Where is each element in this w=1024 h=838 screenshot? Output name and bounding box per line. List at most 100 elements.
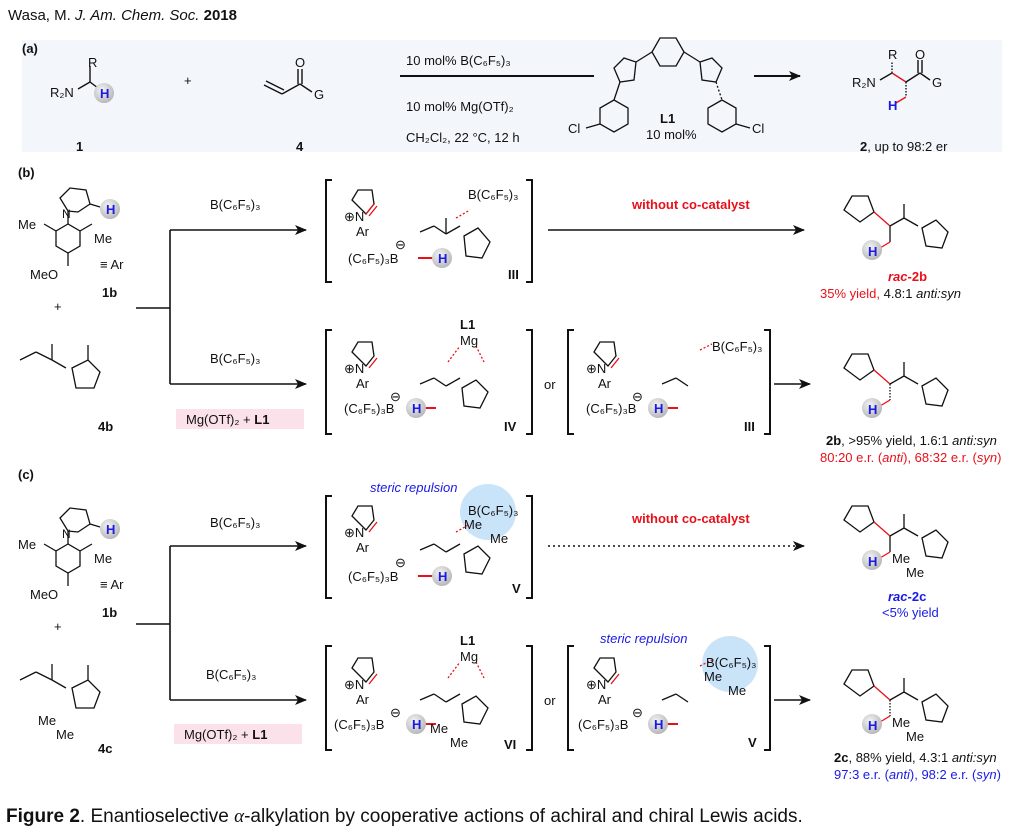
condition-mg: 10 mol% Mg(OTf)₂ xyxy=(406,99,514,114)
intermediate-vi-label: VI xyxy=(504,737,517,752)
bracket-vi xyxy=(325,645,771,751)
me1-4c: Me xyxy=(38,713,57,728)
citation-journal: J. Am. Chem. Soc. xyxy=(74,7,200,24)
condition-solvent: CH₂Cl₂, 22 °C, 12 h xyxy=(406,130,520,145)
r2n-label-1: R₂N xyxy=(50,85,74,100)
borane-v-alt: B(C₆F₅)₃ xyxy=(706,655,757,670)
additive-text-c: Mg(OTf)₂ + xyxy=(184,727,253,742)
cl-left: Cl xyxy=(568,121,581,136)
me2-4c: Me xyxy=(56,727,75,742)
hydride-iv: (C₆F₅)₃B xyxy=(344,401,395,416)
product-2b-er: 80:20 e.r. (anti), 68:32 e.r. (syn) xyxy=(820,451,1001,464)
minus-iv: ⊖ xyxy=(390,389,401,404)
citation-authors: Wasa, M. xyxy=(8,7,71,24)
ligand-l1-structure xyxy=(585,37,751,133)
me1-rac-2c: Me xyxy=(892,551,911,566)
me2-v: Me xyxy=(490,531,509,546)
steric-circle-v xyxy=(460,484,516,540)
h-v-alt: H xyxy=(654,717,664,732)
h-iii: H xyxy=(438,251,448,266)
ar-def-c: ≡ Ar xyxy=(100,577,124,592)
iminium-plus-v: ⊕N xyxy=(344,525,365,540)
o-label-2: O xyxy=(915,47,926,62)
product-2c-label: 2c xyxy=(834,750,849,765)
ar-def-b: ≡ Ar xyxy=(100,257,124,272)
without-cocatalyst-b: without co-catalyst xyxy=(632,197,750,212)
product-2b-label: 2b xyxy=(826,433,842,448)
h-label-1b-c: H xyxy=(106,522,116,537)
borane-v: B(C₆F₅)₃ xyxy=(468,503,519,518)
h-label-2: H xyxy=(888,98,898,113)
additive-c: Mg(OTf)₂ + L1 xyxy=(184,728,267,741)
rac-2c-label: rac-2c xyxy=(888,590,926,603)
caption-text-pre: . Enantioselective xyxy=(79,806,235,827)
n-label-1b-b: N xyxy=(62,207,71,221)
intermediate-v-alt-label: V xyxy=(748,735,757,750)
figure-caption: Figure 2. Enantioselective α-alkylation … xyxy=(6,806,803,828)
me1-v-alt: Me xyxy=(704,669,723,684)
ar-iv: Ar xyxy=(356,376,369,391)
close-b: ) xyxy=(997,450,1002,465)
reactant-4-structure xyxy=(263,69,313,95)
acceptor-4c-structure xyxy=(19,664,101,709)
product-2c-yield: , 88% yield, 4.3:1 xyxy=(848,750,952,765)
minus-v-alt: ⊖ xyxy=(632,705,643,720)
close-c: ) xyxy=(996,767,1001,782)
panel-c-label: (c) xyxy=(18,467,34,482)
rac-prefix-c: rac xyxy=(888,589,908,604)
mg-iv: Mg xyxy=(460,333,479,348)
bracket-v xyxy=(325,495,533,599)
er-anti-c: 97:3 e.r. ( xyxy=(834,767,889,782)
product-2b-anti-syn: anti:syn xyxy=(952,433,997,448)
plus-a: + xyxy=(184,73,192,88)
hydride-v: (C₆F₅)₃B xyxy=(348,569,399,584)
er-syn-c: ), 98:2 e.r. ( xyxy=(909,767,977,782)
iminium-plus-iii: ⊕N xyxy=(344,209,365,224)
me1-2c: Me xyxy=(892,715,911,730)
product-2c-anti-syn: anti:syn xyxy=(951,750,997,765)
additive-l1-b: L1 xyxy=(254,412,270,427)
intermediate-iv-structure xyxy=(351,341,713,409)
rac-2b-result: 35% yield, 4.8:1 anti:syn xyxy=(820,287,961,300)
reagent-top-c: B(C₆F₅)₃ xyxy=(210,515,261,530)
plus-b: + xyxy=(54,299,62,314)
acceptor-4b-label: 4b xyxy=(98,419,114,434)
product-rac-2c-structure xyxy=(843,505,949,559)
n-label-1b-c: N xyxy=(62,527,71,541)
iminium-plus-vi: ⊕N xyxy=(344,677,365,692)
me1-vi: Me xyxy=(430,721,449,736)
reactant-1-label: 1 xyxy=(76,139,84,154)
reagent-bottom-c: B(C₆F₅)₃ xyxy=(206,667,257,682)
h-2b: H xyxy=(868,402,878,417)
acceptor-4c-label: 4c xyxy=(98,741,113,756)
er-syn-b: ), 68:32 e.r. ( xyxy=(903,450,977,465)
o-label-4: O xyxy=(295,55,306,70)
er-anti-b: 80:20 e.r. ( xyxy=(820,450,883,465)
rac-2b-label: rac-2b xyxy=(888,270,927,283)
product-2b-result: 2b, >95% yield, 1.6:1 anti:syn xyxy=(826,434,997,447)
h-v: H xyxy=(438,569,448,584)
additive-highlight-b xyxy=(176,409,304,429)
me1-v: Me xyxy=(464,517,483,532)
additive-text-b: Mg(OTf)₂ + xyxy=(186,412,255,427)
h-rac-2c: H xyxy=(868,554,878,569)
additive-l1-c: L1 xyxy=(252,727,268,742)
me2-v-alt: Me xyxy=(728,683,747,698)
me-right-c: Me xyxy=(94,551,113,566)
h-iv: H xyxy=(412,401,422,416)
product-2-er: , up to 98:2 er xyxy=(867,139,948,154)
borane-iii-alt: B(C₆F₅)₃ xyxy=(712,339,763,354)
anti-c: anti xyxy=(888,767,910,782)
syn-c: syn xyxy=(976,767,997,782)
ar-v: Ar xyxy=(356,540,369,555)
additive-highlight-c xyxy=(174,724,302,744)
g-label-4: G xyxy=(314,87,325,102)
or-c: or xyxy=(544,693,556,708)
me-left-b: Me xyxy=(18,217,37,232)
reagent-bottom-b: B(C₆F₅)₃ xyxy=(210,351,261,366)
bracket-iii-top xyxy=(325,179,533,283)
product-2b-structure xyxy=(843,353,949,407)
minus-iii-alt: ⊖ xyxy=(632,389,643,404)
rac-suffix-c: -2c xyxy=(907,589,927,604)
product-2-structure xyxy=(879,60,931,104)
